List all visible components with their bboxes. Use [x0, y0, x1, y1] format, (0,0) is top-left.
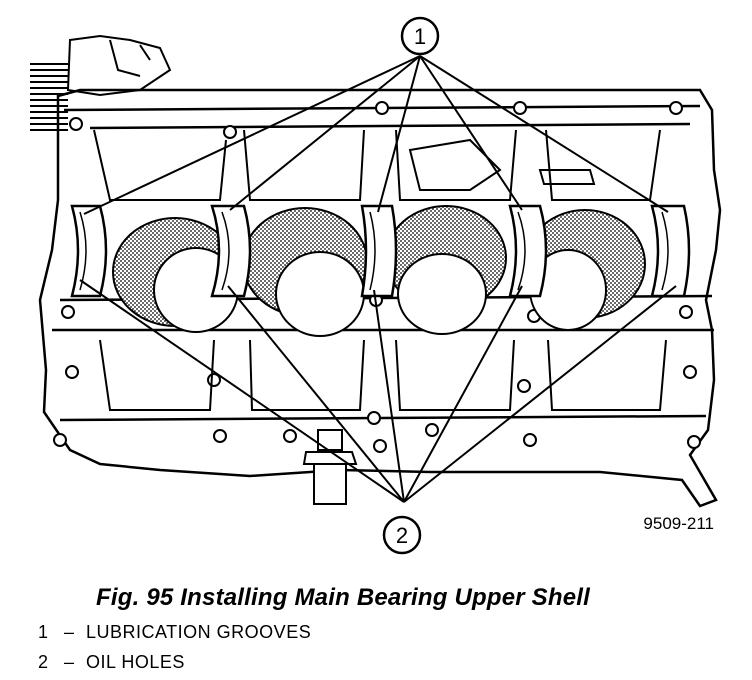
callout-2: 2 — [382, 515, 422, 555]
legend-number: 1 — [38, 622, 49, 642]
oil-plug — [302, 429, 358, 505]
callout-2-number: 2 — [396, 523, 408, 548]
cooling-fins — [30, 63, 68, 131]
legend-number: 2 — [38, 652, 49, 672]
callout-1: 1 — [400, 16, 440, 56]
legend-item-oil-holes: 2–OIL HOLES — [38, 652, 185, 673]
callout-1-number: 1 — [414, 24, 426, 49]
leader-lines-2 — [79, 279, 677, 503]
cylinder-bore-2 — [242, 207, 368, 337]
cylinder-bore-3 — [385, 205, 507, 335]
legend-label: LUBRICATION GROOVES — [86, 622, 312, 642]
bearing-shells — [79, 211, 669, 291]
legend-dash: – — [64, 652, 75, 672]
cylinder-bore-4 — [524, 209, 646, 331]
engine-block-illustration: 1 2 9509-211 — [30, 16, 722, 555]
legend-label: OIL HOLES — [86, 652, 185, 672]
legend-dash: – — [64, 622, 75, 642]
legend-item-lubrication-grooves: 1–LUBRICATION GROOVES — [38, 622, 311, 643]
figure-part-number: 9509-211 — [643, 514, 714, 533]
leader-lines-1 — [83, 55, 669, 215]
figure-caption: Fig. 95 Installing Main Bearing Upper Sh… — [96, 584, 591, 611]
upper-left-housing — [66, 34, 172, 97]
bearing-saddles — [70, 204, 691, 298]
